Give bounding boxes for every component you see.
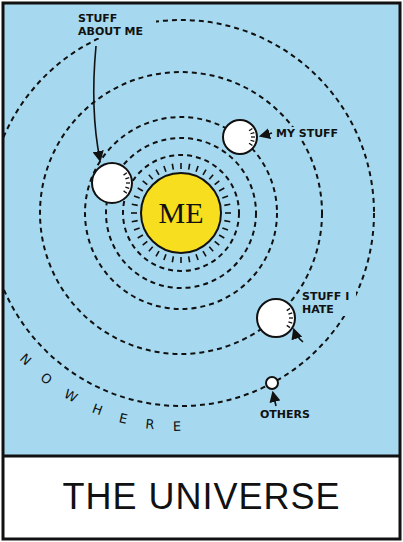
node-label: ME: [159, 198, 204, 228]
sun-ray: [224, 221, 230, 222]
planet-shape: [221, 118, 259, 156]
region-label: NOWHERE: [17, 351, 200, 434]
shading: [124, 191, 127, 193]
sun-ray: [164, 254, 166, 260]
planet-shape: [255, 297, 297, 339]
orbit: [40, 72, 322, 354]
sun-ray: [222, 196, 228, 198]
planet-circle: STUFF I HATE: [255, 297, 297, 339]
sun-ray: [149, 175, 153, 180]
leader-arrow: [261, 133, 272, 136]
orbit: [85, 117, 277, 309]
shading: [251, 133, 255, 134]
orbit: [123, 155, 239, 271]
sun-ray: [180, 163, 182, 169]
outline: [92, 163, 132, 203]
orbits: [4, 20, 374, 406]
sun-ray: [203, 170, 206, 175]
sun-ray: [215, 241, 220, 245]
sun-ray: [138, 235, 143, 238]
orbit: [106, 138, 256, 288]
frame: [3, 3, 400, 539]
planet-circle: STUFF ABOUT ME: [90, 161, 134, 205]
sun-ray: [225, 212, 231, 214]
sun-ray: [189, 164, 190, 170]
shading: [288, 313, 292, 314]
leaders: [94, 46, 303, 406]
sun-ray: [219, 188, 224, 191]
sun-ray: [219, 235, 224, 238]
title: THE UNIVERSE: [62, 476, 340, 518]
shading: [249, 129, 252, 131]
sun-ray: [156, 251, 159, 256]
shading: [249, 143, 252, 145]
nowhere-text-holder: NOWHERE: [17, 351, 200, 434]
sun-ray: [164, 166, 166, 172]
sun-ray: [215, 181, 220, 185]
leader-arrow: [294, 330, 303, 342]
shading: [251, 140, 255, 141]
divider: [3, 455, 400, 458]
shading: [288, 322, 292, 323]
sun-ray: [134, 228, 140, 230]
leader-arrow: [94, 46, 100, 160]
sun-text-box: ME: [139, 171, 223, 255]
planet-circle: MY STUFF: [221, 118, 259, 156]
planet-label: MY STUFF: [274, 127, 340, 140]
sun-ray: [224, 204, 230, 205]
sun-ray: [189, 256, 190, 262]
sun-ray: [196, 254, 198, 260]
sun-ray: [172, 256, 173, 262]
planet-shape: [90, 161, 134, 205]
shading: [287, 325, 290, 327]
sun-ray: [143, 181, 148, 185]
shading: [126, 182, 130, 183]
shading: [251, 136, 255, 137]
sun-circle: ME: [139, 171, 223, 255]
orbit: [4, 20, 374, 406]
planet-label: STUFF I HATE: [300, 290, 356, 316]
sun-ray: [196, 166, 198, 172]
shading: [289, 317, 293, 318]
planet-shape: [264, 375, 280, 391]
sun-ray: [132, 221, 138, 222]
shading: [124, 173, 127, 175]
title-band: THE UNIVERSE: [6, 460, 397, 534]
sun-ray: [203, 251, 206, 256]
sun-ray: [156, 170, 159, 175]
sun-ray: [134, 196, 140, 198]
sun-ray: [143, 241, 148, 245]
outline: [257, 299, 295, 337]
sun-ray: [131, 212, 137, 214]
planet-label: STUFF ABOUT ME: [76, 12, 156, 38]
leader-arrow: [273, 393, 276, 406]
shading: [125, 187, 129, 188]
outline: [223, 120, 257, 154]
sun-ray: [132, 204, 138, 205]
shading: [125, 178, 129, 179]
sun-ray: [180, 257, 182, 263]
sun-ray: [149, 247, 153, 252]
shading: [287, 308, 290, 310]
sun-rays: [131, 163, 231, 263]
planet-label: OTHERS: [258, 408, 312, 421]
sun-ray: [138, 188, 143, 191]
planet-circle: OTHERS: [264, 375, 280, 391]
outline: [266, 377, 278, 389]
sky: [4, 4, 399, 455]
sun-ray: [209, 247, 213, 252]
outline: [141, 173, 221, 253]
sun-ray: [172, 164, 173, 170]
sun-ray: [209, 175, 213, 180]
sun-ray: [222, 228, 228, 230]
